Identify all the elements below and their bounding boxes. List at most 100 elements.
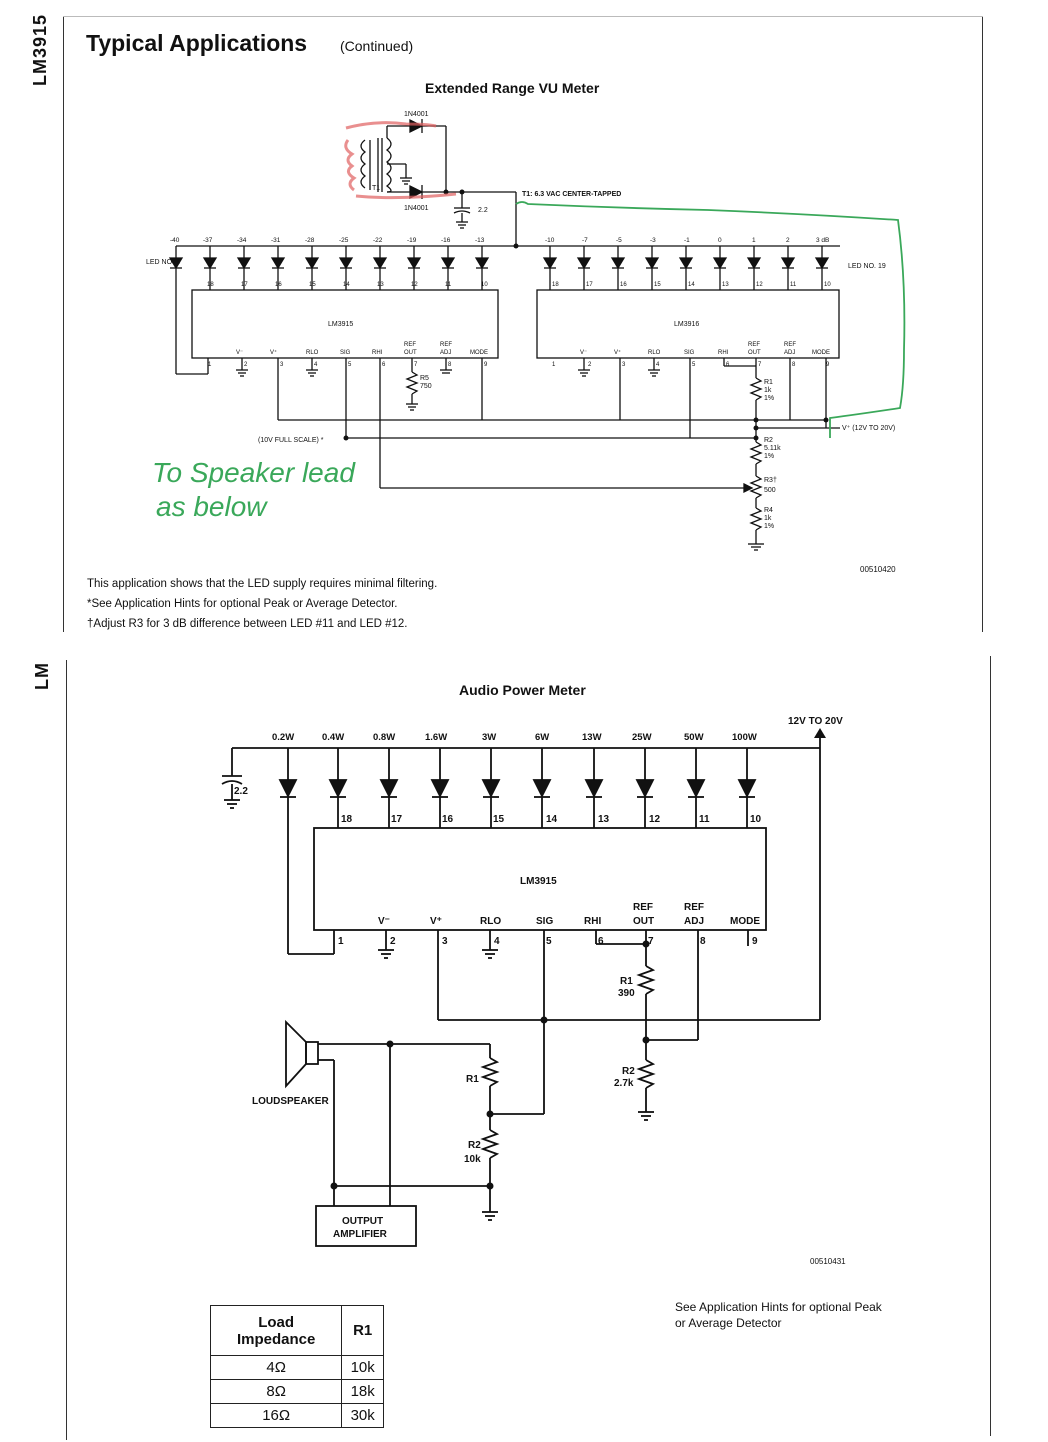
fullscale-label: (10V FULL SCALE) * bbox=[258, 437, 324, 444]
pin-number: 17 bbox=[586, 282, 593, 288]
pin-number: 3 bbox=[622, 362, 626, 368]
r4-label: R4 bbox=[764, 507, 773, 514]
pin-name: SIG bbox=[536, 916, 553, 927]
page-border-left-top bbox=[63, 16, 64, 632]
speaker-label: LOUDSPEAKER bbox=[252, 1096, 329, 1107]
pin-number: 10 bbox=[750, 814, 762, 825]
db-label: -10 bbox=[545, 237, 555, 244]
db-label: -40 bbox=[170, 237, 180, 244]
pin-name: V⁺ bbox=[430, 916, 442, 927]
pin-number: 16 bbox=[620, 282, 627, 288]
pin-number: 6 bbox=[726, 362, 730, 368]
pm-r1-ref-label: R1 bbox=[620, 976, 633, 987]
table-cell-load: 4Ω bbox=[209, 1355, 343, 1380]
pin-name: RHI bbox=[584, 916, 601, 927]
watt-label: 1.6W bbox=[425, 732, 447, 743]
pin-number: 2 bbox=[588, 362, 592, 368]
vu-note-3: †Adjust R3 for 3 dB difference between L… bbox=[87, 618, 408, 630]
pin-number: 1 bbox=[552, 362, 556, 368]
pin-number: 7 bbox=[758, 362, 762, 368]
r5-label: R5 bbox=[420, 375, 429, 382]
page-border-right-top bbox=[982, 16, 983, 632]
table-cell-r1: 30k bbox=[341, 1403, 384, 1428]
pm-r2-in-label: R2 bbox=[468, 1140, 481, 1151]
watt-label: 13W bbox=[582, 732, 602, 743]
page-title: Typical Applications bbox=[86, 30, 308, 56]
handwritten-note-line1: To Speaker lead bbox=[152, 457, 356, 488]
table-cell-r1: 18k bbox=[341, 1379, 384, 1404]
ic1-label: LM3915 bbox=[328, 321, 353, 328]
r2-tol: 1% bbox=[764, 453, 774, 460]
pin-number: 8 bbox=[700, 936, 706, 947]
db-label: -34 bbox=[237, 237, 247, 244]
red-marker-highlight bbox=[344, 121, 457, 200]
pin-number: 9 bbox=[826, 362, 830, 368]
pin-number: 10 bbox=[481, 282, 488, 288]
pin-name: SIG bbox=[340, 350, 351, 356]
t1-desc: T1: 6.3 VAC CENTER-TAPPED bbox=[522, 191, 621, 198]
pin-name: V⁺ bbox=[614, 349, 621, 356]
pm-ic-label: LM3915 bbox=[520, 876, 557, 887]
pin-number: 4 bbox=[314, 362, 318, 368]
pm-r2-ref-label: R2 bbox=[622, 1066, 635, 1077]
d2-label: 1N4001 bbox=[404, 205, 429, 212]
supply-label: 12V TO 20V bbox=[788, 716, 843, 727]
r2-label: R2 bbox=[764, 437, 773, 444]
pin-name: V⁻ bbox=[580, 350, 587, 356]
vu-meter-title: Extended Range VU Meter bbox=[425, 80, 600, 96]
pin-number: 17 bbox=[391, 814, 403, 825]
pin-name: V⁻ bbox=[378, 916, 390, 927]
pin-number: 14 bbox=[546, 814, 558, 825]
db-label: -7 bbox=[582, 237, 588, 244]
db-label: -16 bbox=[441, 237, 451, 244]
pin-name: MODE bbox=[470, 350, 488, 356]
db-label: -19 bbox=[407, 237, 417, 244]
db-label: -28 bbox=[305, 237, 315, 244]
pin-number: 1 bbox=[338, 936, 344, 947]
r1-label: R1 bbox=[764, 379, 773, 386]
amp-label-line2: AMPLIFIER bbox=[333, 1229, 388, 1240]
t1-label: T1 bbox=[372, 185, 380, 192]
page-border-top bbox=[63, 16, 983, 17]
table-cell-load: 16Ω bbox=[209, 1403, 343, 1428]
db-label: 3 dB bbox=[816, 237, 829, 244]
pin-number: 18 bbox=[207, 282, 214, 288]
pin-number: 14 bbox=[343, 282, 350, 288]
ic2-label: LM3916 bbox=[674, 321, 699, 328]
pin-number: 7 bbox=[648, 936, 654, 947]
pin-number: 9 bbox=[484, 362, 488, 368]
db-label: -13 bbox=[475, 237, 485, 244]
pin-number: 13 bbox=[598, 814, 610, 825]
header-r1: R1 bbox=[341, 1305, 384, 1356]
led-last-label: LED NO. 19 bbox=[848, 263, 886, 270]
pin-number: 18 bbox=[552, 282, 559, 288]
fig-id-bottom: 00510431 bbox=[810, 1257, 846, 1266]
db-label: -31 bbox=[271, 237, 281, 244]
pin-number: 16 bbox=[442, 814, 454, 825]
table-row: 8Ω 18k bbox=[209, 1379, 384, 1404]
power-meter-title: Audio Power Meter bbox=[459, 682, 586, 698]
pin-number: 4 bbox=[494, 936, 500, 947]
amp-label-line1: OUTPUT bbox=[342, 1216, 383, 1227]
pin-number: 11 bbox=[790, 282, 797, 288]
led-first-label: LED NO. 1 bbox=[146, 259, 180, 266]
page-subtitle: (Continued) bbox=[340, 38, 414, 54]
pm-r2-ref-value: 2.7k bbox=[614, 1078, 634, 1089]
pin-number: 1 bbox=[208, 362, 212, 368]
vu-note-1: This application shows that the LED supp… bbox=[87, 578, 438, 590]
table-row: 16Ω 30k bbox=[209, 1403, 384, 1428]
pin-number: 7 bbox=[414, 362, 418, 368]
r2-value: 5.11k bbox=[764, 445, 781, 452]
watt-label: 50W bbox=[684, 732, 704, 743]
pin-number: 12 bbox=[411, 282, 418, 288]
pin-number: 17 bbox=[241, 282, 248, 288]
watt-label: 100W bbox=[732, 732, 757, 743]
